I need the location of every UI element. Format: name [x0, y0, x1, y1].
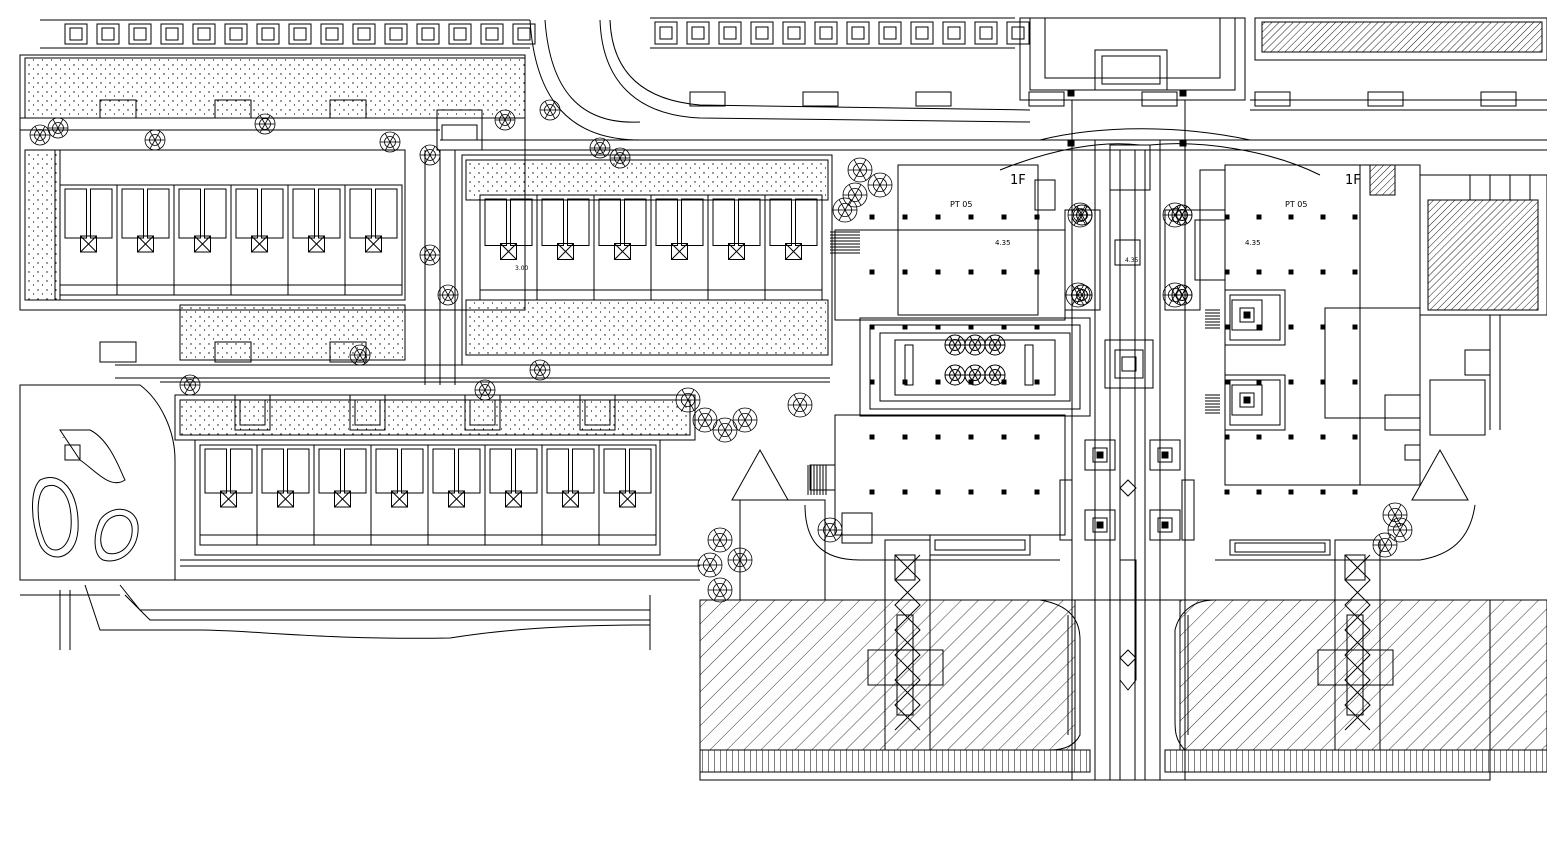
lower-boundary: [20, 579, 700, 650]
decorative-walks: [867, 539, 1394, 751]
tree-clusters: [675, 157, 1413, 603]
playground: .: [19, 384, 176, 581]
left-pavilion: [807, 164, 1220, 556]
elevation-small: 3.00: [515, 265, 529, 272]
floor-label-left: 1F: [1010, 173, 1026, 188]
far-right-building: [1419, 174, 1547, 430]
top-middle-balcony-row: [99, 17, 1517, 363]
bottom-left-housing-block: [174, 394, 700, 567]
elevation-left: 4.35: [995, 239, 1011, 247]
right-pavilion: [731, 164, 1486, 501]
walkway-lines: [20, 109, 1547, 385]
entrance-gate-top: [1019, 17, 1246, 147]
svg-text:.: .: [62, 432, 64, 440]
floor-label-right: 1F: [1345, 173, 1361, 188]
elevation-center: 4.35: [1125, 257, 1139, 264]
curved-road: [529, 19, 1321, 176]
water-feature: [859, 317, 1091, 417]
top-left-balcony-row: [40, 19, 536, 49]
tree-row-left: [29, 99, 631, 401]
plaza-edges: [739, 464, 1476, 601]
elevation-right: 4.35: [1245, 239, 1261, 247]
zone-label-left: PT 05: [950, 200, 972, 209]
bottom-plaza: [699, 599, 1547, 781]
zone-label-right: PT 05: [1285, 200, 1307, 209]
top-left-housing-block: [19, 54, 526, 361]
top-right-housing: [1250, 17, 1547, 111]
middle-housing-block: [461, 154, 833, 366]
